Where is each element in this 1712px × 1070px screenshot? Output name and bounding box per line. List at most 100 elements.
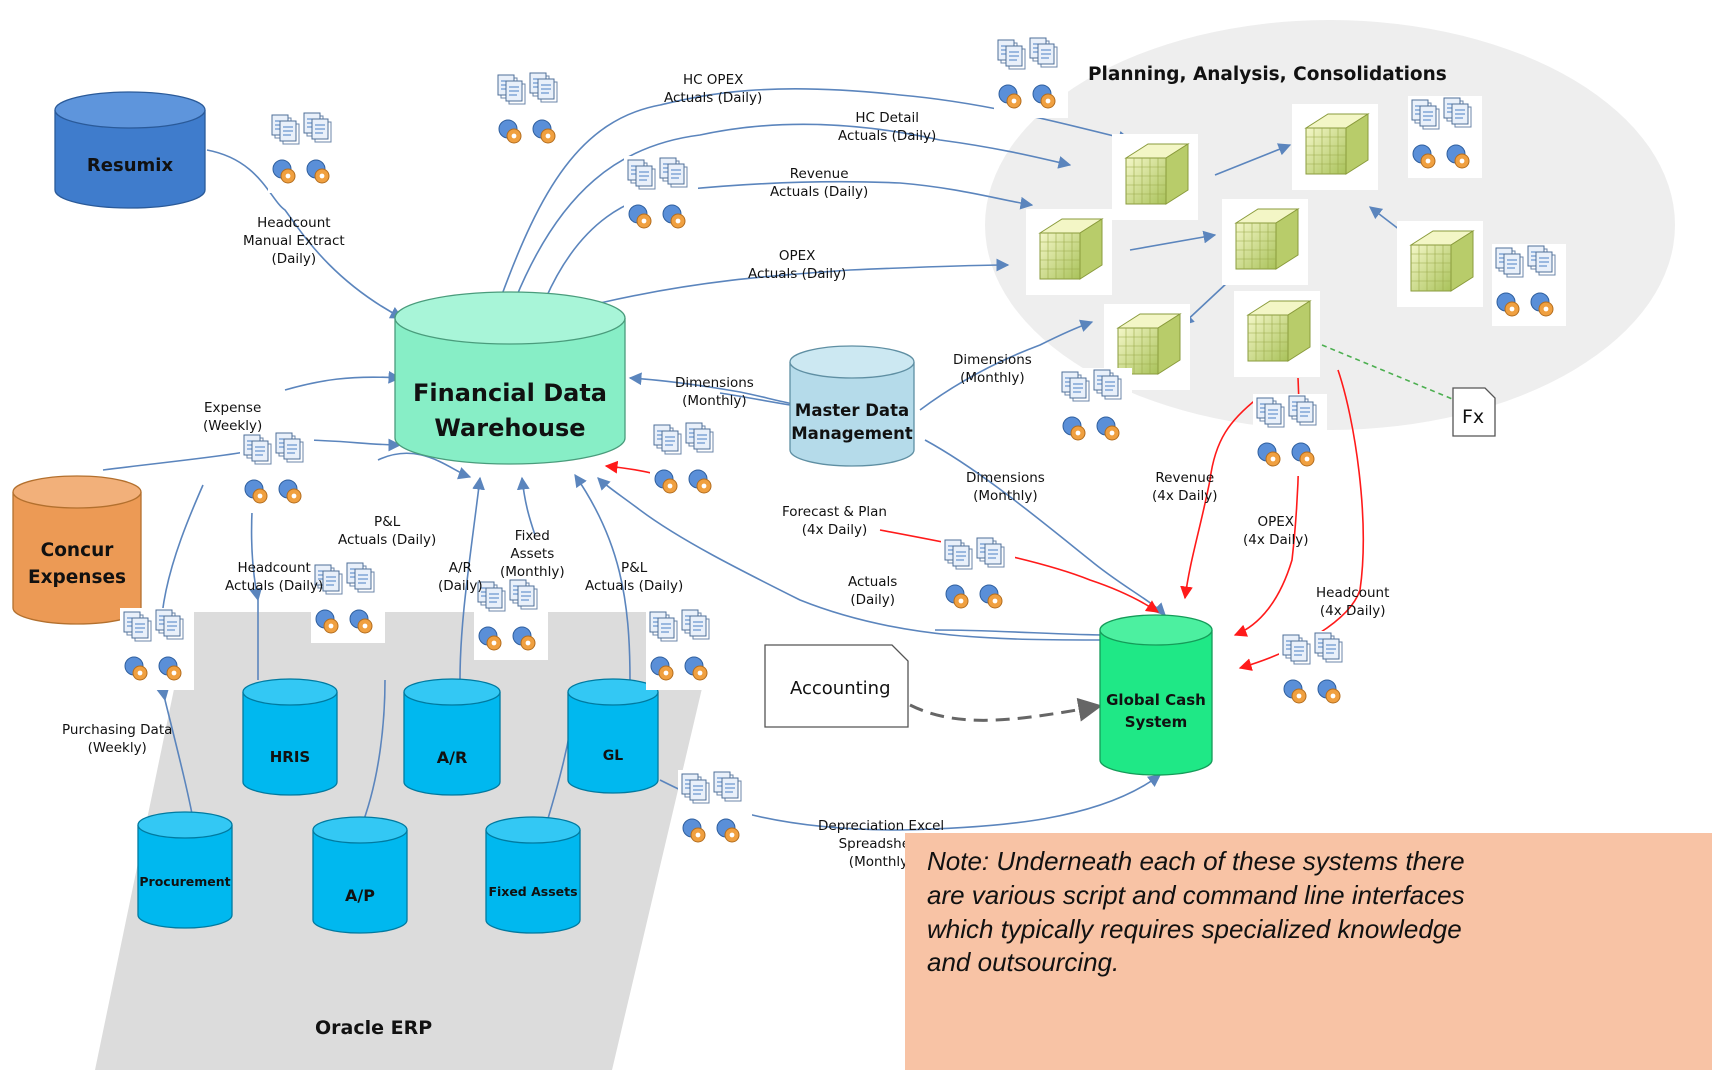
label-hc-detail-line2: Actuals (Daily) bbox=[838, 127, 937, 144]
label-revenue-4x: Revenue (4x Daily) bbox=[1152, 470, 1218, 506]
db-gcs-label-line1: Global Cash bbox=[1106, 691, 1206, 709]
label-headcount-actuals-line2: Actuals (Daily) bbox=[225, 577, 324, 594]
label-depreciation-line2: Spreadsheet bbox=[838, 835, 924, 852]
script-files-icon bbox=[1279, 631, 1353, 713]
script-files-icon bbox=[650, 421, 724, 503]
db-gcs-label: Global Cash System bbox=[1100, 690, 1212, 734]
label-pl-actuals-1: P&L Actuals (Daily) bbox=[338, 514, 436, 550]
label-hc-opex-line1: HC OPEX bbox=[682, 72, 744, 88]
note-line-2: are various script and command line inte… bbox=[927, 879, 1465, 910]
script-files-icon bbox=[994, 36, 1068, 118]
label-revenue-4x-line1: Revenue bbox=[1155, 470, 1215, 486]
label-pl-actuals-2-line1: P&L bbox=[621, 560, 648, 576]
label-hc-detail: HC Detail Actuals (Daily) bbox=[838, 110, 936, 146]
db-concur-label-line1: Concur bbox=[40, 540, 114, 561]
label-expense-line1: Expense bbox=[203, 400, 262, 416]
flow-hc-detail bbox=[514, 123, 1072, 301]
db-fdw-label-line1: Financial Data bbox=[412, 379, 607, 407]
flow-actuals-gcs-to-fdw bbox=[597, 477, 1111, 641]
db-ar-label: A/R bbox=[436, 748, 468, 767]
db-resumix-label: Resumix bbox=[86, 155, 174, 176]
db-fdw-label: Financial Data Warehouse bbox=[395, 376, 625, 446]
script-files-icon bbox=[1253, 394, 1327, 476]
db-mdm-label: Master Data Management bbox=[790, 399, 914, 445]
label-hc-detail-line1: HC Detail bbox=[855, 110, 919, 126]
label-opex-4x: OPEX (4x Daily) bbox=[1243, 514, 1309, 550]
olap-cube-icon bbox=[1234, 291, 1320, 377]
db-procurement-label: Procurement bbox=[139, 874, 231, 889]
flow-fixed bbox=[516, 476, 536, 536]
olap-cubes bbox=[1026, 104, 1483, 390]
label-pl-actuals-2: P&L Actuals (Daily) bbox=[585, 560, 683, 596]
db-gl-label: GL bbox=[602, 748, 624, 764]
label-expense-line2: (Weekly) bbox=[203, 417, 263, 434]
script-files-icon bbox=[941, 536, 1015, 618]
db-hris bbox=[242, 678, 338, 796]
flow-pl2 bbox=[574, 473, 631, 681]
flow-ap-line bbox=[359, 679, 386, 831]
label-pl-actuals-1-line2: Actuals (Daily) bbox=[338, 531, 437, 548]
db-fixed-assets-label: Fixed Assets bbox=[488, 884, 578, 899]
label-depreciation-line1: Depreciation Excel bbox=[818, 818, 945, 834]
flow-revenue bbox=[544, 180, 1034, 301]
label-fixed-assets-monthly-line3: (Monthly) bbox=[500, 563, 565, 580]
label-ar-daily-line1: A/R bbox=[448, 560, 472, 576]
fx-doc-shape bbox=[1452, 387, 1496, 437]
label-depreciation-line3: (Monthly) bbox=[848, 853, 914, 870]
script-files-icon bbox=[494, 71, 568, 153]
script-files-icon bbox=[624, 156, 698, 238]
note-line-1: Note: Underneath each of these systems t… bbox=[927, 846, 1465, 876]
flow-cube-a bbox=[1214, 143, 1292, 176]
script-files-icon bbox=[474, 578, 548, 660]
flow-cube-c bbox=[1368, 206, 1401, 231]
label-depreciation: Depreciation Excel Spreadsheet (Monthly) bbox=[818, 818, 944, 871]
olap-cube-icon bbox=[1026, 209, 1112, 295]
label-headcount-4x-line1: Headcount bbox=[1316, 585, 1390, 601]
label-headcount-manual-line1: Headcount bbox=[257, 215, 331, 231]
label-forecast-plan: Forecast & Plan (4x Daily) bbox=[782, 504, 887, 540]
label-headcount-actuals: Headcount Actuals (Daily) bbox=[225, 560, 323, 596]
flow-cubes-to-gcs-red-1 bbox=[1180, 397, 1259, 600]
label-opex-4x-line2: (4x Daily) bbox=[1243, 531, 1309, 548]
fx-doc-label: Fx bbox=[1462, 406, 1485, 428]
label-purchasing: Purchasing Data (Weekly) bbox=[62, 722, 172, 758]
label-dimensions-gcs-line1: Dimensions bbox=[966, 470, 1045, 486]
label-actuals-daily-line1: Actuals bbox=[848, 574, 898, 590]
olap-cube-icon bbox=[1397, 221, 1483, 307]
accounting-doc-shape bbox=[764, 644, 909, 728]
label-purchasing-line2: (Weekly) bbox=[87, 739, 147, 756]
label-headcount-4x: Headcount (4x Daily) bbox=[1316, 585, 1389, 621]
label-forecast-plan-line1: Forecast & Plan bbox=[782, 504, 887, 520]
script-files-icon bbox=[646, 608, 720, 690]
db-resumix bbox=[54, 91, 206, 209]
label-headcount-4x-line2: (4x Daily) bbox=[1319, 602, 1386, 619]
label-pl-actuals-1-line1: P&L bbox=[374, 514, 401, 530]
label-dimensions-gcs-line2: (Monthly) bbox=[973, 487, 1038, 504]
flow-forecast-to-gcs-red bbox=[879, 529, 1160, 613]
label-dimensions-planning-line2: (Monthly) bbox=[960, 369, 1025, 386]
label-expense: Expense (Weekly) bbox=[203, 400, 262, 436]
label-fixed-assets-monthly: Fixed Assets (Monthly) bbox=[500, 528, 565, 581]
db-concur-label-line2: Expenses bbox=[27, 566, 127, 588]
db-gcs bbox=[1099, 614, 1213, 776]
flow-accounting-to-gcs-blue bbox=[934, 629, 1111, 636]
script-files-icon bbox=[1058, 368, 1132, 450]
olap-cube-icon bbox=[1292, 104, 1378, 190]
db-concur-label: Concur Expenses bbox=[13, 538, 141, 592]
olap-cube-icon bbox=[1112, 134, 1198, 220]
script-files-icon bbox=[311, 561, 385, 643]
label-opex-actuals-line2: Actuals (Daily) bbox=[748, 265, 847, 282]
label-headcount-manual-line2: Manual Extract bbox=[243, 232, 345, 249]
db-fixed-assets bbox=[485, 816, 581, 934]
label-dimensions-fdw-line1: Dimensions bbox=[675, 375, 754, 391]
db-fdw-label-line2: Warehouse bbox=[434, 413, 586, 442]
label-revenue-actuals: Revenue Actuals (Daily) bbox=[770, 166, 868, 202]
db-ap-label: A/P bbox=[345, 886, 375, 905]
label-ar-daily-line2: (Daily) bbox=[438, 577, 483, 594]
oracle-erp-title: Oracle ERP bbox=[315, 1017, 433, 1039]
flow-opex bbox=[599, 258, 1010, 304]
flow-resumix-fdw bbox=[206, 149, 404, 319]
label-hc-opex: HC OPEX Actuals (Daily) bbox=[664, 72, 762, 108]
label-headcount-manual-line3: (Daily) bbox=[271, 250, 317, 267]
